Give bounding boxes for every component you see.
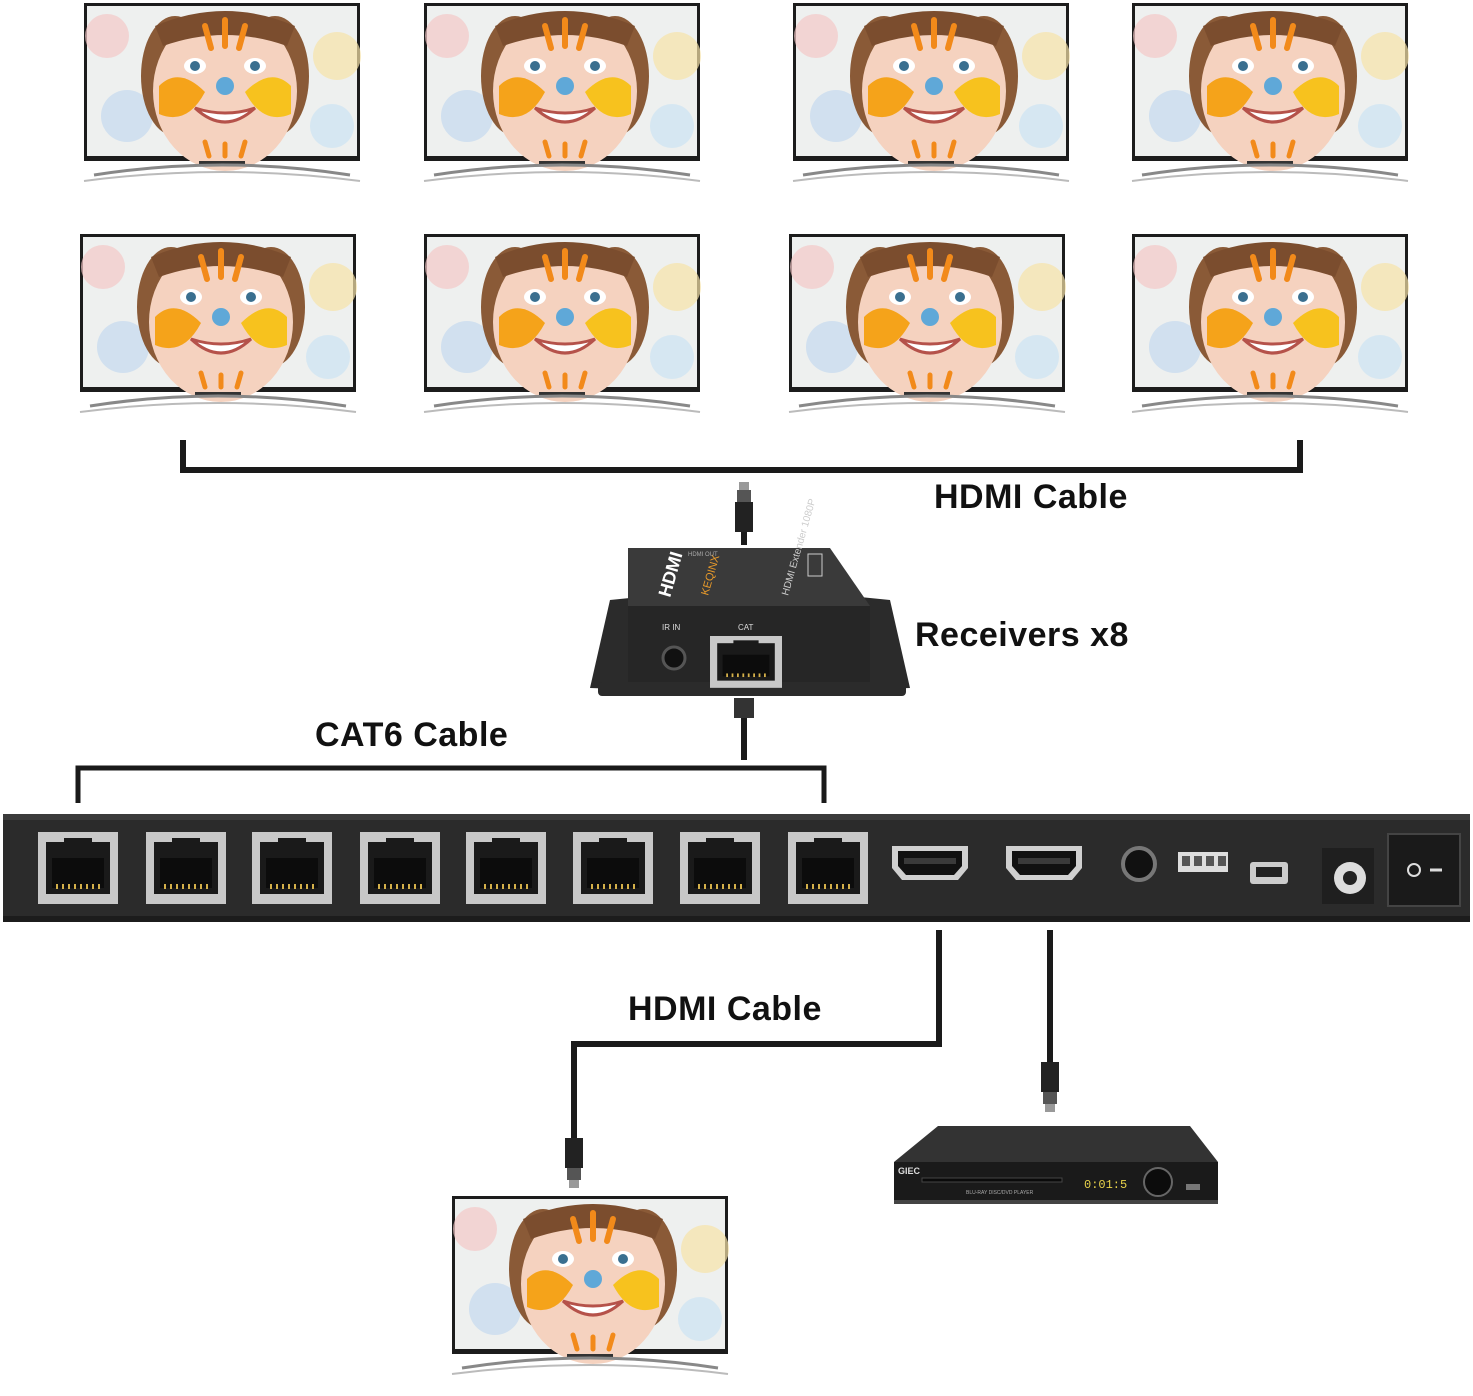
dvd-usb-icon [1186, 1184, 1200, 1190]
rj45-port-icon [252, 832, 332, 904]
receiver-top-port-label: HDMI OUT [688, 552, 718, 558]
receiver-cat-label: CAT [738, 623, 754, 632]
dip-switch-icon [1178, 852, 1228, 872]
hdmi-plug-icon [565, 1138, 583, 1188]
tv-icon [424, 234, 701, 412]
hdmi-plug-icon [1041, 1062, 1059, 1112]
dvd-display: 0:01:5 [1084, 1178, 1127, 1192]
tv-row-top [84, 3, 1409, 181]
rj45-port-icon [146, 832, 226, 904]
receiver-ir-label: IR IN [662, 623, 680, 632]
label-cat6-cable: CAT6 Cable [315, 716, 509, 754]
label-receivers: Receivers x8 [915, 616, 1129, 654]
rj45-port-icon [360, 832, 440, 904]
audio-jack-icon [1121, 846, 1157, 882]
disc-slot [921, 1177, 1063, 1183]
ir-jack-icon [661, 645, 687, 671]
tv-icon [1132, 234, 1409, 412]
rj45-port-icon [466, 832, 546, 904]
usb-port-icon [1250, 862, 1288, 884]
tv-icon [793, 3, 1070, 181]
power-jack-icon [1322, 848, 1374, 904]
cat6-plug-icon [734, 698, 754, 718]
rj45-port-icon [38, 832, 118, 904]
receiver-device: HDMI KEQINX HDMI Extender 1080P HDMI OUT… [590, 497, 910, 696]
dvd-slot-text: BLU-RAY DISC/DVD PLAYER [966, 1190, 1034, 1196]
label-hdmi-cable-bottom: HDMI Cable [628, 990, 822, 1028]
tv-icon [789, 234, 1066, 412]
rj45-port-icon [710, 636, 782, 688]
hdmi-cable-to-local-tv [571, 930, 942, 1150]
rj45-port-icon [680, 832, 760, 904]
hdmi-cable-bracket-top [180, 440, 1303, 473]
tv-icon [424, 3, 701, 181]
tv-icon [80, 234, 357, 412]
hdmi-plug-icon [735, 482, 753, 532]
dvd-control-dial-icon [1143, 1167, 1173, 1197]
rj45-port-icon [573, 832, 653, 904]
tv-icon [1132, 3, 1409, 181]
power-switch-icon [1387, 833, 1461, 907]
rj45-port-icon [788, 832, 868, 904]
label-hdmi-cable-top: HDMI Cable [934, 478, 1128, 516]
hdmi-port-icon [892, 846, 968, 880]
dvd-brand: GIEC [898, 1166, 921, 1176]
tv-row-second [80, 234, 1409, 412]
tv-icon [452, 1196, 729, 1374]
splitter-box [3, 814, 1470, 922]
receiver-badge-frame [807, 553, 823, 577]
hdmi-port-icon [1006, 846, 1082, 880]
tv-icon [84, 3, 361, 181]
dvd-player: GIEC BLU-RAY DISC/DVD PLAYER 0:01:5 [894, 1126, 1218, 1204]
cat6-cable-bracket [75, 765, 827, 803]
